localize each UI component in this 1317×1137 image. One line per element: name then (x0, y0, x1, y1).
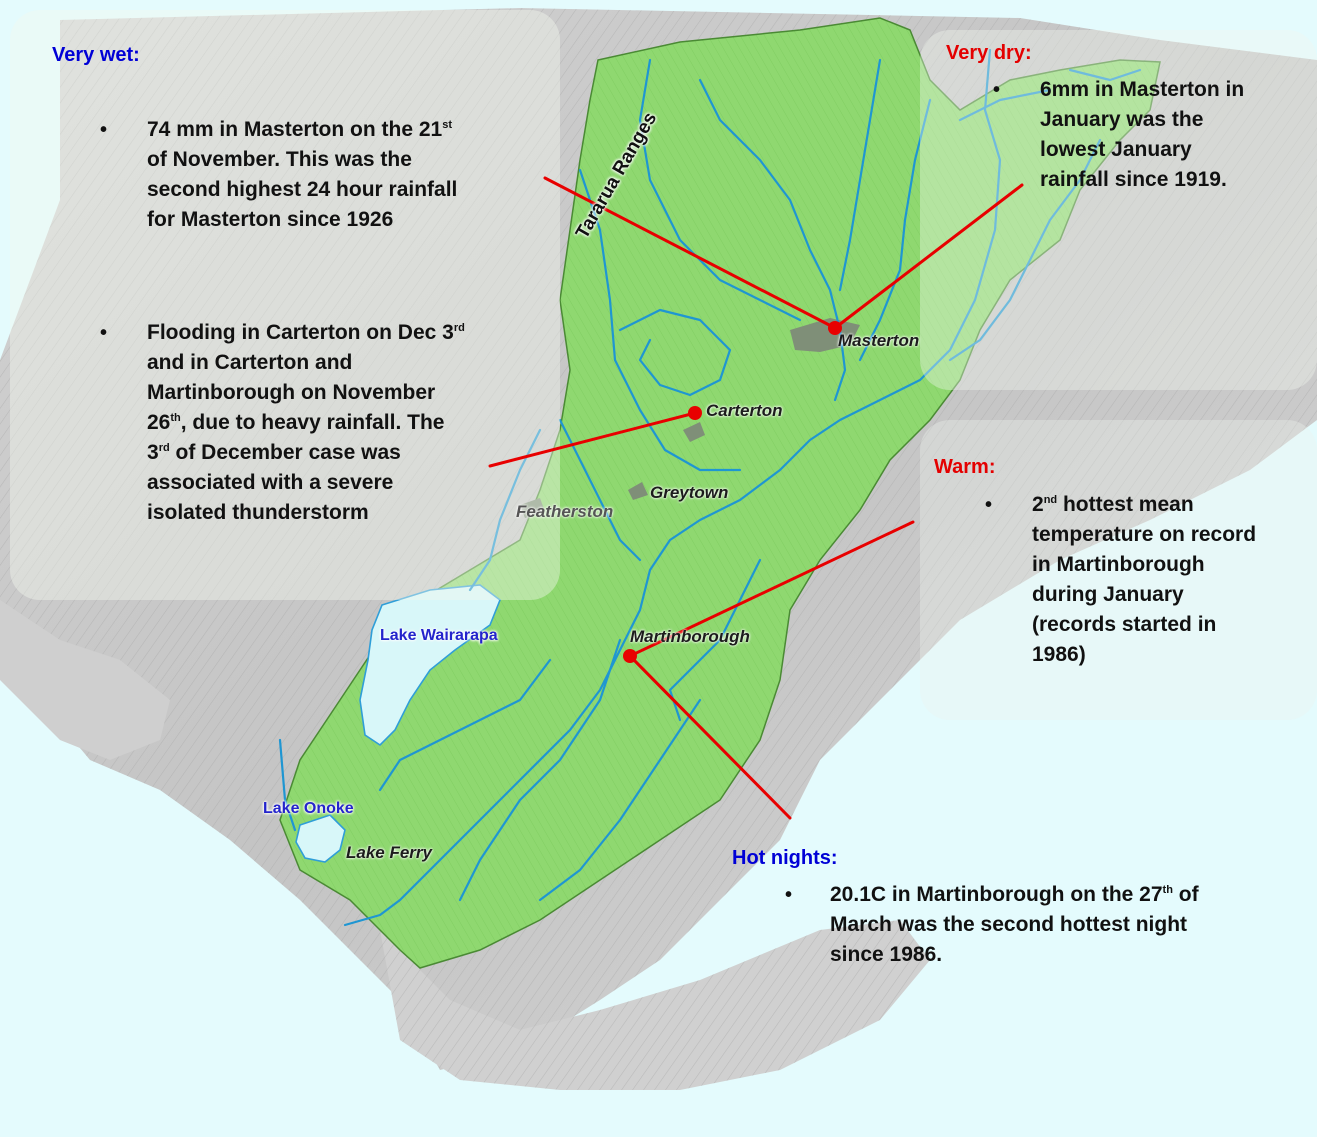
leader-line-hot-nights-martinborough (628, 654, 792, 820)
warm-bullet-text: 2nd hottest mean temperature on record i… (1032, 493, 1257, 666)
label-lake-wairarapa: Lake Wairarapa (380, 627, 498, 644)
leader-line-flooding-carterton (488, 411, 697, 468)
bullet-dot: • (785, 884, 793, 906)
lake-onoke-water (295, 814, 346, 863)
label-martinborough: Martinborough (630, 627, 750, 646)
bullet-dot: • (985, 494, 993, 516)
hot-nights-bullet-text: 20.1C in Martinborough on the 27th of Ma… (830, 883, 1199, 966)
lake-wairarapa-water (359, 584, 501, 747)
very-dry-heading: Very dry: (946, 42, 1032, 64)
very-wet-heading: Very wet: (52, 44, 140, 66)
featherston-urban (520, 498, 545, 518)
label-featherston: Featherston (516, 502, 614, 521)
warm-heading: Warm: (934, 456, 996, 478)
very-wet-bullet-2-text: Flooding in Carterton on Dec 3rd and in … (147, 321, 465, 524)
label-carterton: Carterton (706, 401, 783, 420)
leader-lines (488, 176, 1024, 820)
label-masterton: Masterton (838, 331, 920, 350)
lakes (295, 584, 501, 863)
greytown-urban (628, 482, 648, 500)
warm-bullet: • 2nd hottest mean temperature on record… (985, 490, 1305, 680)
label-greytown: Greytown (650, 483, 729, 502)
leader-line-warm-martinborough (628, 520, 915, 658)
leader-line-very-wet-masterton (543, 176, 837, 330)
carterton-marker (688, 406, 702, 420)
martinborough-marker (623, 649, 637, 663)
label-lake-onoke: Lake Onoke (263, 800, 354, 817)
masterton-marker (828, 321, 842, 335)
leader-line-very-dry-masterton (833, 183, 1024, 330)
hot-nights-heading: Hot nights: (732, 847, 838, 869)
very-dry-bullet: • 6mm in Masterton in January was the lo… (993, 75, 1293, 205)
very-wet-bullet-2: • Flooding in Carterton on Dec 3rd and i… (100, 318, 540, 538)
ruamahanga-catchment (279, 17, 1161, 969)
bullet-dot: • (100, 322, 108, 344)
very-wet-bullet-1-text: 74 mm in Masterton on the 21st of Novemb… (147, 118, 458, 231)
hot-nights-bullet: • 20.1C in Martinborough on the 27th of … (785, 880, 1285, 980)
text-panels (10, 10, 1317, 720)
carterton-urban (683, 422, 705, 442)
very-wet-bullet-1: • 74 mm in Masterton on the 21st of Nove… (100, 115, 540, 245)
label-lake-ferry: Lake Ferry (346, 843, 432, 862)
bullet-dot: • (100, 119, 108, 141)
town-markers (623, 321, 842, 663)
very-dry-bullet-text: 6mm in Masterton in January was the lowe… (1040, 78, 1245, 191)
bullet-dot: • (993, 79, 1001, 101)
